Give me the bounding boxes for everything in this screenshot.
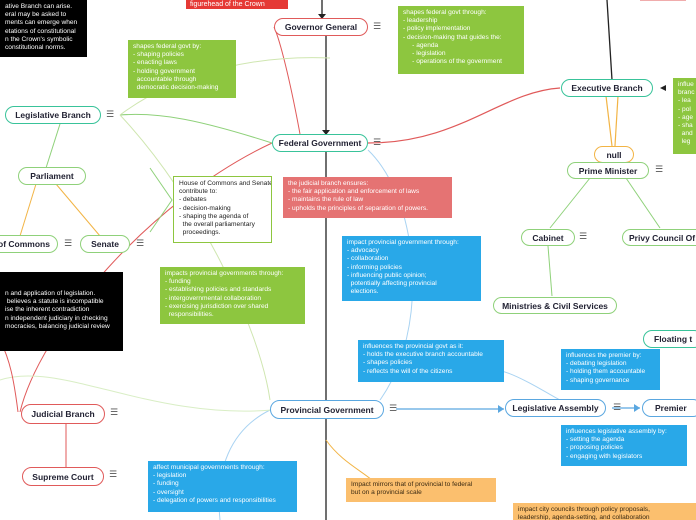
note-legislative-shapes: shapes federal govt by: - shaping polici… (128, 40, 236, 98)
note-impact-city: impact city councils through policy prop… (513, 503, 696, 520)
node-privy-council[interactable]: Privy Council Of (622, 229, 696, 246)
note-impacts-provincial-green: impacts provincial governments through: … (160, 267, 305, 324)
arrow-prov-la (498, 405, 504, 413)
menu-icon[interactable]: ☰ (64, 239, 73, 249)
fed-to-exec (367, 87, 561, 144)
menu-icon[interactable]: ☰ (579, 232, 588, 242)
leg-to-parl (45, 123, 61, 169)
node-ministries[interactable]: Ministries & Civil Services (493, 297, 617, 314)
arrow-gg (318, 14, 326, 19)
note-impact-provincial: impact provincial government through: - … (342, 236, 481, 301)
node-legislative-assembly[interactable]: Legislative Assembly (505, 399, 606, 417)
pm-to-privy (625, 177, 661, 229)
exec-to-pm (605, 95, 613, 147)
note-influences-provincial: influences the provincial govt as it: - … (358, 340, 504, 382)
menu-icon[interactable]: ☰ (109, 470, 118, 480)
cab-to-min (547, 245, 553, 297)
senate-bracket (149, 167, 173, 233)
parl-to-sen (55, 183, 101, 237)
note-influences-premier: influences the premier by: - debating le… (561, 349, 660, 390)
node-parliament[interactable]: Parliament (18, 167, 86, 185)
node-cabinet[interactable]: Cabinet (521, 229, 575, 246)
menu-icon[interactable]: ☰ (136, 239, 145, 249)
fed-to-leg (119, 113, 273, 144)
parl-to-hoc (19, 183, 37, 237)
node-legislative-branch[interactable]: Legislative Branch (5, 106, 101, 124)
note-executive-shapes: shapes federal govt through: - leadershi… (398, 6, 524, 74)
fed-to-gg (273, 26, 301, 135)
prov-green-to-left (0, 375, 273, 412)
exec-top-line (606, 0, 613, 81)
menu-icon[interactable]: ☰ (613, 403, 622, 413)
fed-to-jud (19, 142, 273, 413)
figurehead-bar: figurehead of the Crown (186, 0, 288, 9)
node-supreme-court[interactable]: Supreme Court (22, 467, 104, 486)
menu-icon[interactable]: ☰ (389, 404, 398, 414)
leg-to-prov-green (119, 114, 271, 401)
note-black-top: ative Branch can arise. eral may be aske… (0, 0, 87, 57)
note-house-senate: House of Commons and Senate contribute t… (173, 176, 272, 243)
note-influences-assembly: influences legislative assembly by: - se… (561, 425, 687, 466)
note-affect-municipal: affect municipal governments through: - … (148, 461, 297, 512)
node-senate[interactable]: Senate (80, 235, 130, 253)
arrow-la-premier (634, 404, 640, 412)
node-executive-branch[interactable]: Executive Branch (561, 79, 653, 97)
note-impact-mirrors: Impact mirrors that of provincial to fed… (346, 478, 496, 502)
menu-icon[interactable]: ☰ (373, 22, 382, 32)
node-federal-government[interactable]: Federal Government (272, 134, 368, 152)
node-floating[interactable]: Floating t (643, 330, 696, 348)
menu-icon[interactable]: ☰ (110, 408, 119, 418)
pm-to-cabinet (549, 177, 591, 229)
note-judicial-ensures: the judicial branch ensures: - the fair … (283, 177, 452, 218)
node-provincial-government[interactable]: Provincial Government (270, 400, 384, 419)
menu-icon[interactable]: ☰ (655, 165, 664, 175)
node-premier[interactable]: Premier (642, 399, 696, 417)
node-governor-general[interactable]: Governor General (274, 18, 368, 36)
arrow-fed (322, 130, 330, 135)
note-black-mid: n and application of legislation. believ… (0, 272, 123, 351)
prov-to-orange (325, 439, 373, 481)
note-right-green: influe branc - lea - pol - age - sha and… (673, 78, 696, 154)
arrow-exec (660, 85, 666, 91)
menu-icon[interactable]: ☰ (373, 138, 382, 148)
node-prime-minister[interactable]: Prime Minister (567, 162, 649, 179)
node-house-of-commons[interactable]: of Commons (0, 235, 58, 253)
menu-icon[interactable]: ☰ (106, 110, 115, 120)
node-null[interactable]: null (594, 146, 634, 163)
node-judicial-branch[interactable]: Judicial Branch (21, 404, 105, 424)
